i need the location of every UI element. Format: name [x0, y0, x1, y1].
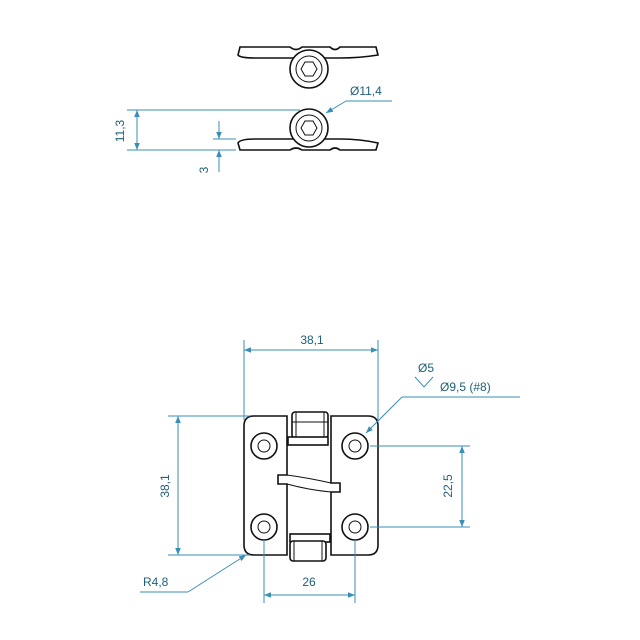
dim-hole-spacing-v-label: 22,5 [441, 474, 455, 498]
dim-height-label: 11,3 [113, 119, 127, 142]
mount-hole [341, 513, 369, 541]
dim-hole-spacing-horizontal: 26 [263, 540, 356, 603]
dim-diameter-label: Ø11,4 [350, 84, 382, 98]
side-view: 11,3 3 Ø11,4 [113, 46, 392, 173]
dim-height-38-1: 38,1 [158, 415, 250, 556]
dim-width-38-1: 38,1 [243, 333, 379, 420]
side-view-lower-leaf [237, 108, 380, 151]
dim-diameter-11-4: Ø11,4 [325, 84, 392, 114]
dim-hole-callout: Ø5 Ø9,5 (#8) [365, 361, 520, 434]
dim-hole-spacing-h-label: 26 [302, 575, 316, 589]
hex-socket-icon [300, 61, 318, 77]
dim-corner-radius: R4,8 [140, 554, 247, 593]
dim-width-label: 38,1 [300, 333, 324, 347]
hinge-knuckles [286, 411, 332, 562]
dim-thickness-label: 3 [197, 166, 211, 173]
dim-hole-spacing-vertical: 22,5 [370, 445, 470, 528]
dim-radius-label: R4,8 [143, 575, 169, 589]
front-view: 38,1 38,1 22,5 26 R4,8 [140, 333, 520, 603]
dim-countersink-label: Ø9,5 (#8) [440, 380, 491, 394]
mount-hole [250, 513, 278, 541]
dim-hole-label: Ø5 [418, 361, 434, 375]
mount-hole [341, 432, 369, 460]
countersink-symbol-icon [414, 376, 434, 388]
hex-socket-icon [300, 120, 318, 136]
side-view-upper-leaf [237, 46, 379, 89]
dim-height-label: 38,1 [158, 474, 172, 498]
mount-hole [250, 432, 278, 460]
dim-thickness-3: 3 [197, 121, 236, 173]
